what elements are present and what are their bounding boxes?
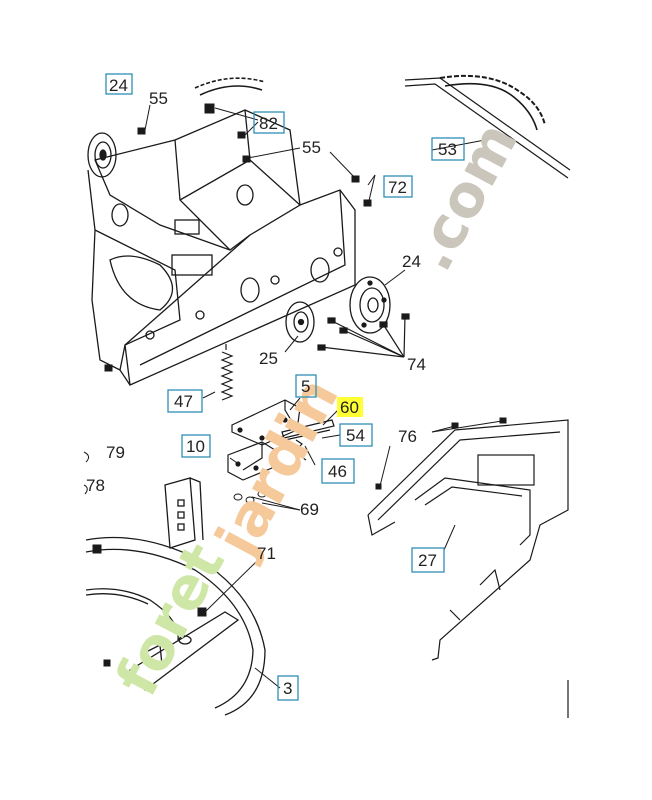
bearing-24-right xyxy=(349,276,391,334)
rod-60 xyxy=(281,419,335,441)
label-60: 60 xyxy=(340,398,359,417)
label-10: 10 xyxy=(186,437,205,456)
spring-46 xyxy=(295,439,307,461)
label-69: 69 xyxy=(300,500,319,519)
bolts-74 xyxy=(317,313,410,358)
label-79: 79 xyxy=(106,443,125,462)
label-46: 46 xyxy=(328,462,347,481)
label-78: 78 xyxy=(86,476,105,495)
label-47: 47 xyxy=(174,392,193,411)
mower-deck xyxy=(85,477,266,716)
label-71: 71 xyxy=(257,544,276,563)
label-55-top: 55 xyxy=(149,89,168,108)
label-54: 54 xyxy=(346,426,365,445)
bracket-10 xyxy=(227,441,276,481)
spring-47 xyxy=(220,344,234,401)
label-76: 76 xyxy=(398,427,417,446)
label-3: 3 xyxy=(283,679,292,698)
label-82: 82 xyxy=(259,114,278,133)
plate-53 xyxy=(404,77,571,179)
label-5: 5 xyxy=(301,377,310,396)
bracket-5 xyxy=(231,399,301,446)
label-25: 25 xyxy=(259,349,278,368)
label-24-top: 24 xyxy=(109,76,128,95)
chain-top xyxy=(194,74,546,131)
guard-27 xyxy=(367,419,569,718)
washers-69 xyxy=(233,490,267,504)
bearing-25 xyxy=(285,301,315,343)
label-74: 74 xyxy=(407,355,426,374)
part-labels: 24 55 82 55 72 53 24 25 74 47 5 60 54 76 xyxy=(86,73,465,701)
label-72: 72 xyxy=(388,178,407,197)
label-53: 53 xyxy=(438,140,457,159)
left-edge-marks xyxy=(83,451,90,495)
label-24-right: 24 xyxy=(402,252,421,271)
bearing-24-left xyxy=(87,132,117,178)
label-55-right: 55 xyxy=(302,138,321,157)
label-27: 27 xyxy=(418,551,437,570)
